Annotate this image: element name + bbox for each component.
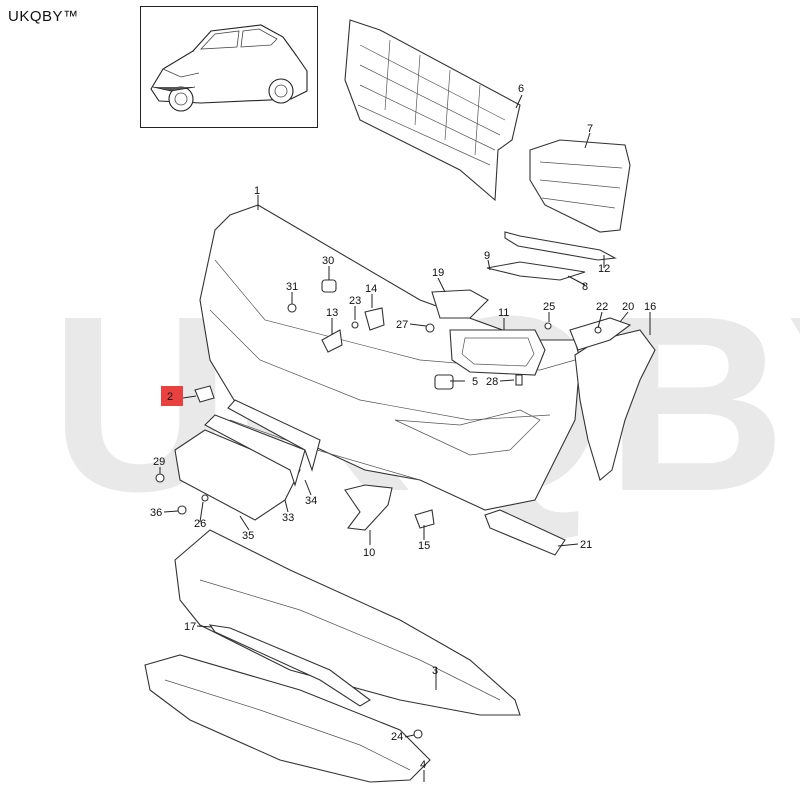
callout-14[interactable]: 14 [365, 283, 377, 295]
callout-8[interactable]: 8 [582, 281, 588, 293]
callout-12[interactable]: 12 [598, 263, 610, 275]
callout-33[interactable]: 33 [282, 512, 294, 524]
undertray-3 [174, 529, 521, 716]
license-plate-bracket [174, 399, 321, 521]
callout-17[interactable]: 17 [184, 621, 196, 633]
callout-13[interactable]: 13 [326, 307, 338, 319]
trim-strip-9-8 [486, 261, 586, 281]
callout-11[interactable]: 11 [498, 307, 509, 319]
callout-29[interactable]: 29 [153, 456, 165, 468]
grille-frame-part [344, 19, 521, 202]
callout-19[interactable]: 19 [432, 267, 444, 279]
air-duct-trim-10 [344, 484, 393, 531]
callout-5[interactable]: 5 [472, 376, 478, 388]
callout-7[interactable]: 7 [587, 123, 593, 135]
strip-17 [208, 624, 371, 707]
callout-20[interactable]: 20 [622, 301, 634, 313]
skid-plate-4 [144, 654, 431, 783]
callout-26[interactable]: 26 [194, 518, 206, 530]
callout-9[interactable]: 9 [484, 250, 490, 262]
vehicle-thumbnail [140, 6, 318, 128]
bracket-19 [431, 289, 489, 319]
leader-lines [159, 94, 651, 782]
callout-15[interactable]: 15 [418, 540, 430, 552]
trim-strip-12 [504, 231, 617, 261]
callout-2[interactable]: 2 [167, 391, 173, 403]
highlight-marker [161, 386, 183, 406]
vehicle-illustration [150, 24, 308, 112]
callout-24[interactable]: 24 [391, 731, 403, 743]
callout-25[interactable]: 25 [543, 301, 555, 313]
callout-6[interactable]: 6 [518, 83, 524, 95]
callout-4[interactable]: 4 [420, 759, 426, 771]
callout-1[interactable]: 1 [254, 185, 260, 197]
grille-insert-part [529, 139, 631, 233]
brand-logo-text: UKQBY™ [8, 8, 79, 25]
fog-light-bezel [449, 329, 546, 376]
callout-22[interactable]: 22 [596, 301, 608, 313]
callout-27[interactable]: 27 [396, 319, 408, 331]
bracket-20 [569, 317, 632, 351]
callout-21[interactable]: 21 [580, 539, 592, 551]
callout-31[interactable]: 31 [286, 281, 298, 293]
callout-36[interactable]: 36 [150, 507, 162, 519]
callout-10[interactable]: 10 [363, 547, 375, 559]
callout-35[interactable]: 35 [242, 530, 254, 542]
fasteners [155, 279, 602, 739]
callout-23[interactable]: 23 [349, 295, 361, 307]
lower-grille-21 [484, 509, 566, 556]
tow-hook-cover-2 [194, 385, 215, 403]
callout-28[interactable]: 28 [486, 376, 498, 388]
callout-3[interactable]: 3 [432, 665, 438, 677]
callout-labels: 1 2 3 4 5 6 7 8 9 10 11 12 13 14 15 16 1… [150, 83, 656, 771]
callout-34[interactable]: 34 [305, 495, 317, 507]
side-bracket-16 [574, 329, 656, 481]
callout-30[interactable]: 30 [322, 255, 334, 267]
callout-16[interactable]: 16 [644, 301, 656, 313]
